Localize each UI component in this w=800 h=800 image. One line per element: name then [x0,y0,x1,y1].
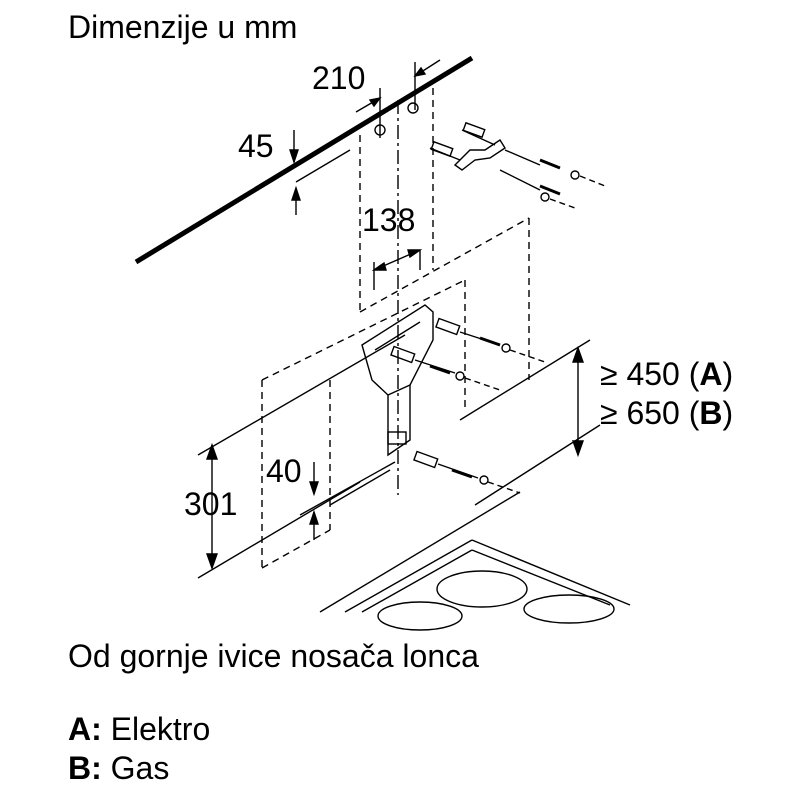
dimension-40-lines [299,461,396,540]
ceiling-line [134,55,474,265]
legend-key-a: A: [68,711,102,747]
cooktop [319,491,631,631]
legend-item-b: B: Gas [68,752,169,784]
clearance-a-value: ≥ 450 ( [600,356,700,392]
legend-key-b: B: [68,750,102,786]
top-bracket [374,102,606,209]
dimension-301-lines [197,334,406,579]
dimension-45: 45 [238,128,274,164]
clearance-a: ≥ 450 (A) [600,358,733,390]
clearance-a-end: ) [722,356,734,392]
dimension-138: 138 [362,202,416,238]
clearance-b: ≥ 650 (B) [600,397,733,429]
clearance-b-value: ≥ 650 ( [600,395,700,431]
chimney-guides [261,88,530,569]
clearance-b-end: ) [722,395,734,431]
reference-caption: Od gornje ivice nosača lonca [68,638,479,674]
clearance-a-key: A [699,356,723,392]
legend-label-b: Gas [110,750,170,786]
dimension-40: 40 [266,453,302,489]
legend-label-a: Elektro [110,711,211,747]
wall-plugs [390,317,546,494]
dimension-210: 210 [312,60,366,96]
clearance-b-key: B [699,395,723,431]
dimension-138-lines [371,249,423,290]
dimension-45-lines [289,130,351,215]
dimension-301: 301 [184,486,238,522]
diagram-title: Dimenzije u mm [68,9,298,45]
hanging-bracket [361,304,434,457]
legend-item-a: A: Elektro [68,713,210,745]
clearance-dimension-lines [459,339,601,506]
dimension-210-lines [355,59,441,138]
